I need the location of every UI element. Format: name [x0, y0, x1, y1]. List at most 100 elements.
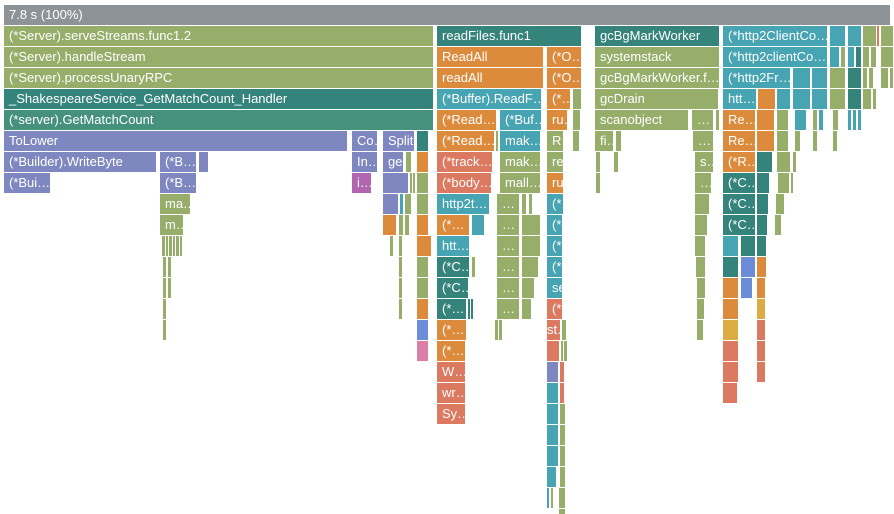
frame-bar[interactable]: Co… — [352, 131, 377, 151]
frame-bar[interactable] — [564, 341, 567, 361]
frame-bar[interactable]: Re… — [723, 131, 755, 151]
frame-bar[interactable] — [163, 257, 166, 277]
frame-bar[interactable] — [547, 488, 549, 508]
frame-bar[interactable] — [560, 362, 564, 382]
frame-bar[interactable] — [168, 257, 171, 277]
frame-bar[interactable] — [417, 131, 428, 151]
frame-bar[interactable] — [417, 152, 428, 172]
frame-bar[interactable] — [723, 257, 738, 277]
frame-bar[interactable] — [848, 110, 851, 130]
frame-bar[interactable]: (*Server).serveStreams.func1.2 — [4, 26, 433, 46]
frame-bar[interactable]: … — [497, 278, 519, 298]
frame-bar[interactable] — [757, 362, 765, 382]
frame-bar[interactable] — [560, 446, 565, 466]
frame-bar[interactable]: gcDrain — [595, 89, 718, 109]
frame-bar[interactable]: (*… — [547, 299, 562, 319]
frame-bar[interactable] — [863, 89, 871, 109]
frame-bar[interactable] — [614, 152, 618, 172]
frame-bar[interactable]: mak… — [500, 152, 540, 172]
frame-bar[interactable] — [697, 320, 703, 340]
frame-bar[interactable] — [757, 215, 767, 235]
frame-bar[interactable] — [547, 383, 558, 403]
frame-bar[interactable] — [695, 194, 709, 214]
frame-bar[interactable]: fi… — [595, 131, 613, 151]
frame-bar[interactable] — [405, 194, 411, 214]
frame-bar[interactable] — [522, 236, 540, 256]
frame-bar[interactable] — [529, 194, 532, 214]
frame-bar[interactable] — [559, 509, 565, 514]
frame-bar[interactable] — [560, 383, 564, 403]
frame-bar[interactable] — [547, 446, 558, 466]
frame-bar[interactable]: … — [693, 131, 713, 151]
frame-bar[interactable] — [833, 131, 837, 151]
frame-bar[interactable] — [791, 173, 793, 193]
frame-bar[interactable] — [813, 110, 817, 130]
frame-bar[interactable] — [793, 89, 810, 109]
frame-bar[interactable] — [757, 110, 774, 130]
frame-bar[interactable] — [173, 236, 175, 256]
frame-bar[interactable]: (*C… — [723, 215, 755, 235]
frame-bar[interactable] — [417, 215, 428, 235]
frame-bar[interactable]: (*track… — [437, 152, 492, 172]
frame-bar[interactable] — [547, 362, 558, 382]
frame-bar[interactable] — [573, 110, 580, 130]
frame-bar[interactable] — [723, 362, 738, 382]
frame-bar[interactable]: … — [497, 215, 519, 235]
frame-bar[interactable] — [758, 89, 775, 109]
frame-bar[interactable] — [723, 383, 737, 403]
frame-bar[interactable]: … — [497, 299, 519, 319]
frame-bar[interactable] — [795, 110, 806, 130]
frame-bar[interactable]: (*Buf… — [500, 110, 541, 130]
frame-bar[interactable]: (*B… — [160, 173, 196, 193]
frame-bar[interactable] — [547, 425, 558, 445]
frame-bar[interactable] — [795, 131, 800, 151]
frame-bar[interactable]: (*Server).handleStream — [4, 47, 433, 67]
frame-bar[interactable] — [697, 278, 705, 298]
frame-bar[interactable] — [560, 425, 565, 445]
frame-bar[interactable] — [471, 299, 473, 319]
frame-bar[interactable] — [881, 47, 893, 67]
frame-bar[interactable]: (*Server).processUnaryRPC — [4, 68, 433, 88]
frame-bar[interactable] — [873, 89, 876, 109]
frame-bar[interactable] — [881, 26, 893, 46]
frame-bar[interactable] — [812, 68, 827, 88]
frame-bar[interactable] — [848, 47, 854, 67]
frame-bar[interactable] — [757, 341, 765, 361]
frame-bar[interactable] — [522, 194, 526, 214]
frame-bar[interactable]: Sy… — [437, 404, 465, 424]
frame-bar[interactable]: ru… — [547, 173, 563, 193]
frame-bar[interactable]: (*… — [547, 194, 563, 214]
frame-bar[interactable]: (*C… — [437, 278, 468, 298]
frame-bar[interactable]: (*Read… — [437, 131, 494, 151]
frame-bar[interactable] — [399, 278, 402, 298]
frame-bar[interactable] — [848, 68, 861, 88]
frame-bar[interactable] — [863, 47, 869, 67]
frame-bar[interactable] — [812, 89, 827, 109]
frame-bar[interactable]: (*… — [547, 236, 562, 256]
frame-bar[interactable] — [417, 320, 428, 340]
frame-bar[interactable]: (*Builder).WriteByte — [4, 152, 156, 172]
frame-bar[interactable]: (*body… — [437, 173, 491, 193]
frame-bar[interactable] — [848, 26, 861, 46]
frame-bar[interactable] — [856, 47, 861, 67]
frame-bar[interactable] — [757, 194, 768, 214]
frame-bar[interactable] — [830, 26, 845, 46]
frame-bar[interactable]: (*C… — [437, 257, 469, 277]
frame-bar[interactable]: se… — [547, 278, 562, 298]
frame-bar[interactable] — [757, 278, 765, 298]
frame-bar[interactable] — [547, 467, 556, 487]
frame-bar[interactable] — [697, 299, 704, 319]
frame-bar[interactable] — [417, 173, 428, 193]
frame-bar[interactable]: (*http2Fr… — [723, 68, 790, 88]
frame-bar[interactable] — [757, 320, 765, 340]
frame-bar[interactable] — [560, 404, 565, 424]
frame-bar[interactable]: R… — [547, 131, 563, 151]
frame-bar[interactable] — [723, 278, 738, 298]
frame-bar[interactable] — [596, 152, 600, 172]
frame-bar[interactable] — [881, 68, 888, 88]
frame-bar[interactable] — [853, 110, 856, 130]
frame-bar[interactable] — [547, 404, 558, 424]
frame-bar[interactable] — [495, 320, 498, 340]
frame-bar[interactable] — [863, 26, 876, 46]
frame-bar[interactable] — [413, 173, 415, 193]
